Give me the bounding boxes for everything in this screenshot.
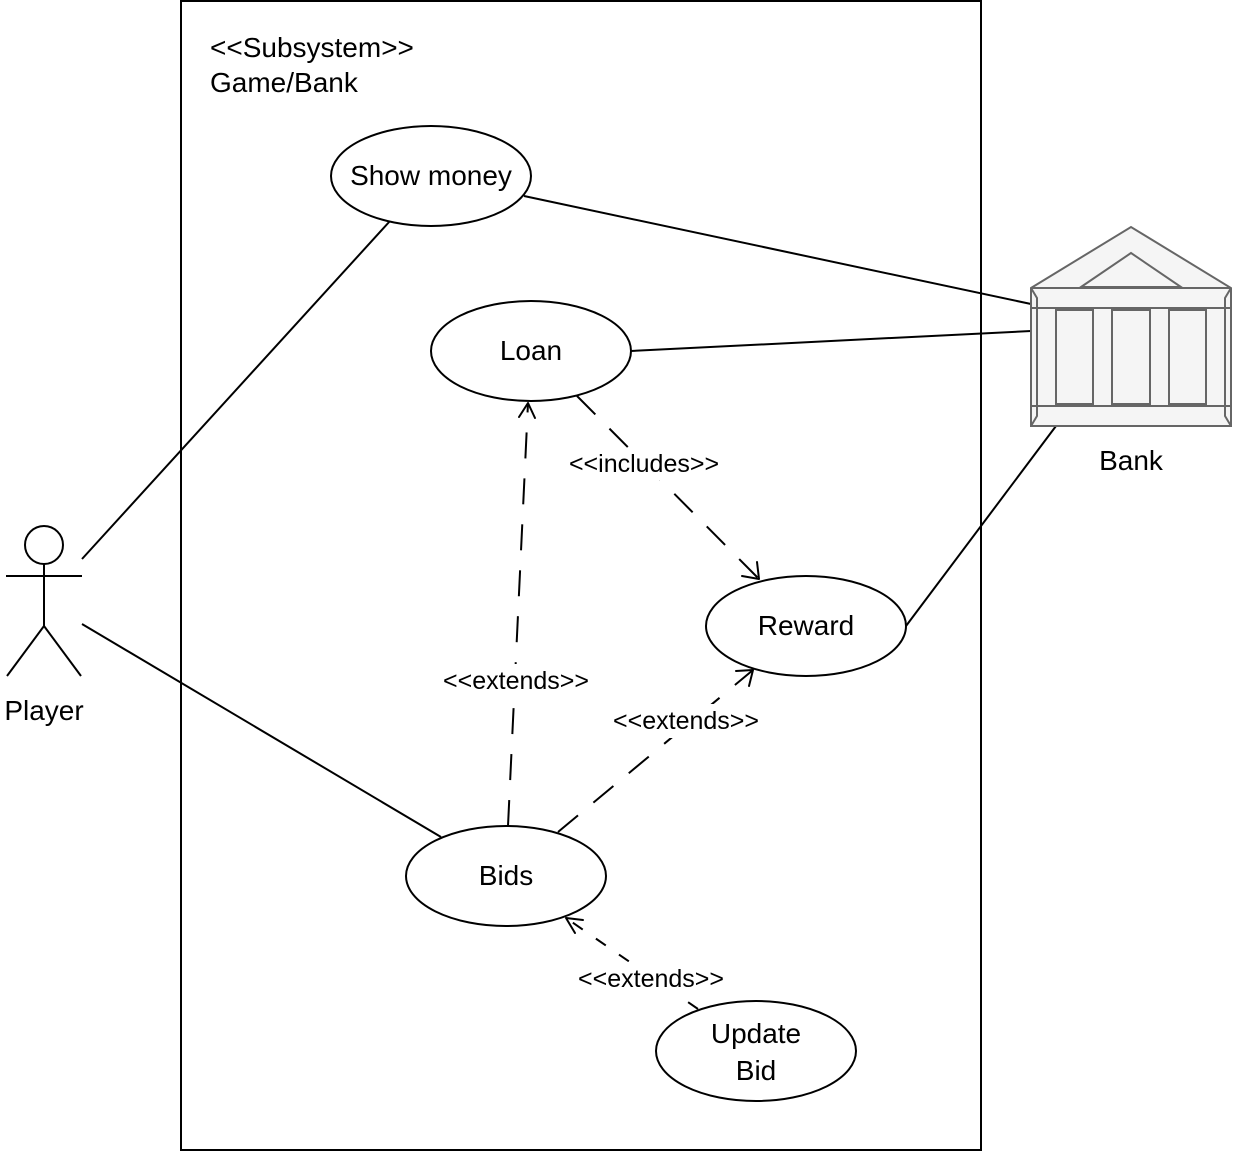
association-reward-bank[interactable] xyxy=(905,425,1057,627)
use-case-bids-label: Bids xyxy=(479,860,533,891)
use-case-show-money[interactable]: Show money xyxy=(330,125,532,227)
extends-update-bid-bids-arrowhead xyxy=(565,917,584,934)
use-case-reward-label: Reward xyxy=(758,610,854,641)
use-case-update-bid-label-line1: Update xyxy=(711,1018,801,1049)
bank-icon xyxy=(1030,225,1232,427)
use-case-update-bid[interactable]: Update Bid xyxy=(655,1000,857,1102)
use-case-update-bid-label-line2: Bid xyxy=(736,1055,776,1086)
association-player-show-money[interactable] xyxy=(81,220,391,560)
extends-bids-reward-label: <<extends>> xyxy=(613,707,759,735)
use-case-show-money-label: Show money xyxy=(350,160,512,191)
extends-bids-loan-line[interactable] xyxy=(507,402,529,827)
includes-loan-reward-line[interactable] xyxy=(576,395,760,580)
use-case-loan-label: Loan xyxy=(500,335,562,366)
use-case-reward[interactable]: Reward xyxy=(705,575,907,677)
actor-player[interactable]: Player xyxy=(4,525,84,726)
subsystem-stereotype: <<Subsystem>> xyxy=(210,32,414,63)
subsystem-boundary[interactable] xyxy=(180,0,982,1151)
includes-loan-reward-arrowhead xyxy=(741,561,760,580)
actor-player-label: Player xyxy=(4,695,83,726)
association-show-money-bank[interactable] xyxy=(523,195,1032,305)
extends-bids-loan-arrowhead xyxy=(518,402,536,419)
extends-update-bid-bids-label: <<extends>> xyxy=(578,965,724,993)
subsystem-name: Game/Bank xyxy=(210,67,359,98)
actor-bank[interactable]: Bank xyxy=(1030,225,1232,476)
actor-player-head xyxy=(24,525,64,565)
extends-bids-loan-label: <<extends>> xyxy=(443,667,589,695)
extends-bids-reward-arrowhead xyxy=(735,669,754,687)
includes-loan-reward-label: <<includes>> xyxy=(569,450,719,478)
use-case-loan[interactable]: Loan xyxy=(430,300,632,402)
association-player-bids[interactable] xyxy=(81,623,442,838)
association-loan-bank[interactable] xyxy=(630,330,1032,352)
use-case-bids[interactable]: Bids xyxy=(405,825,607,927)
actor-bank-label: Bank xyxy=(1099,445,1164,476)
